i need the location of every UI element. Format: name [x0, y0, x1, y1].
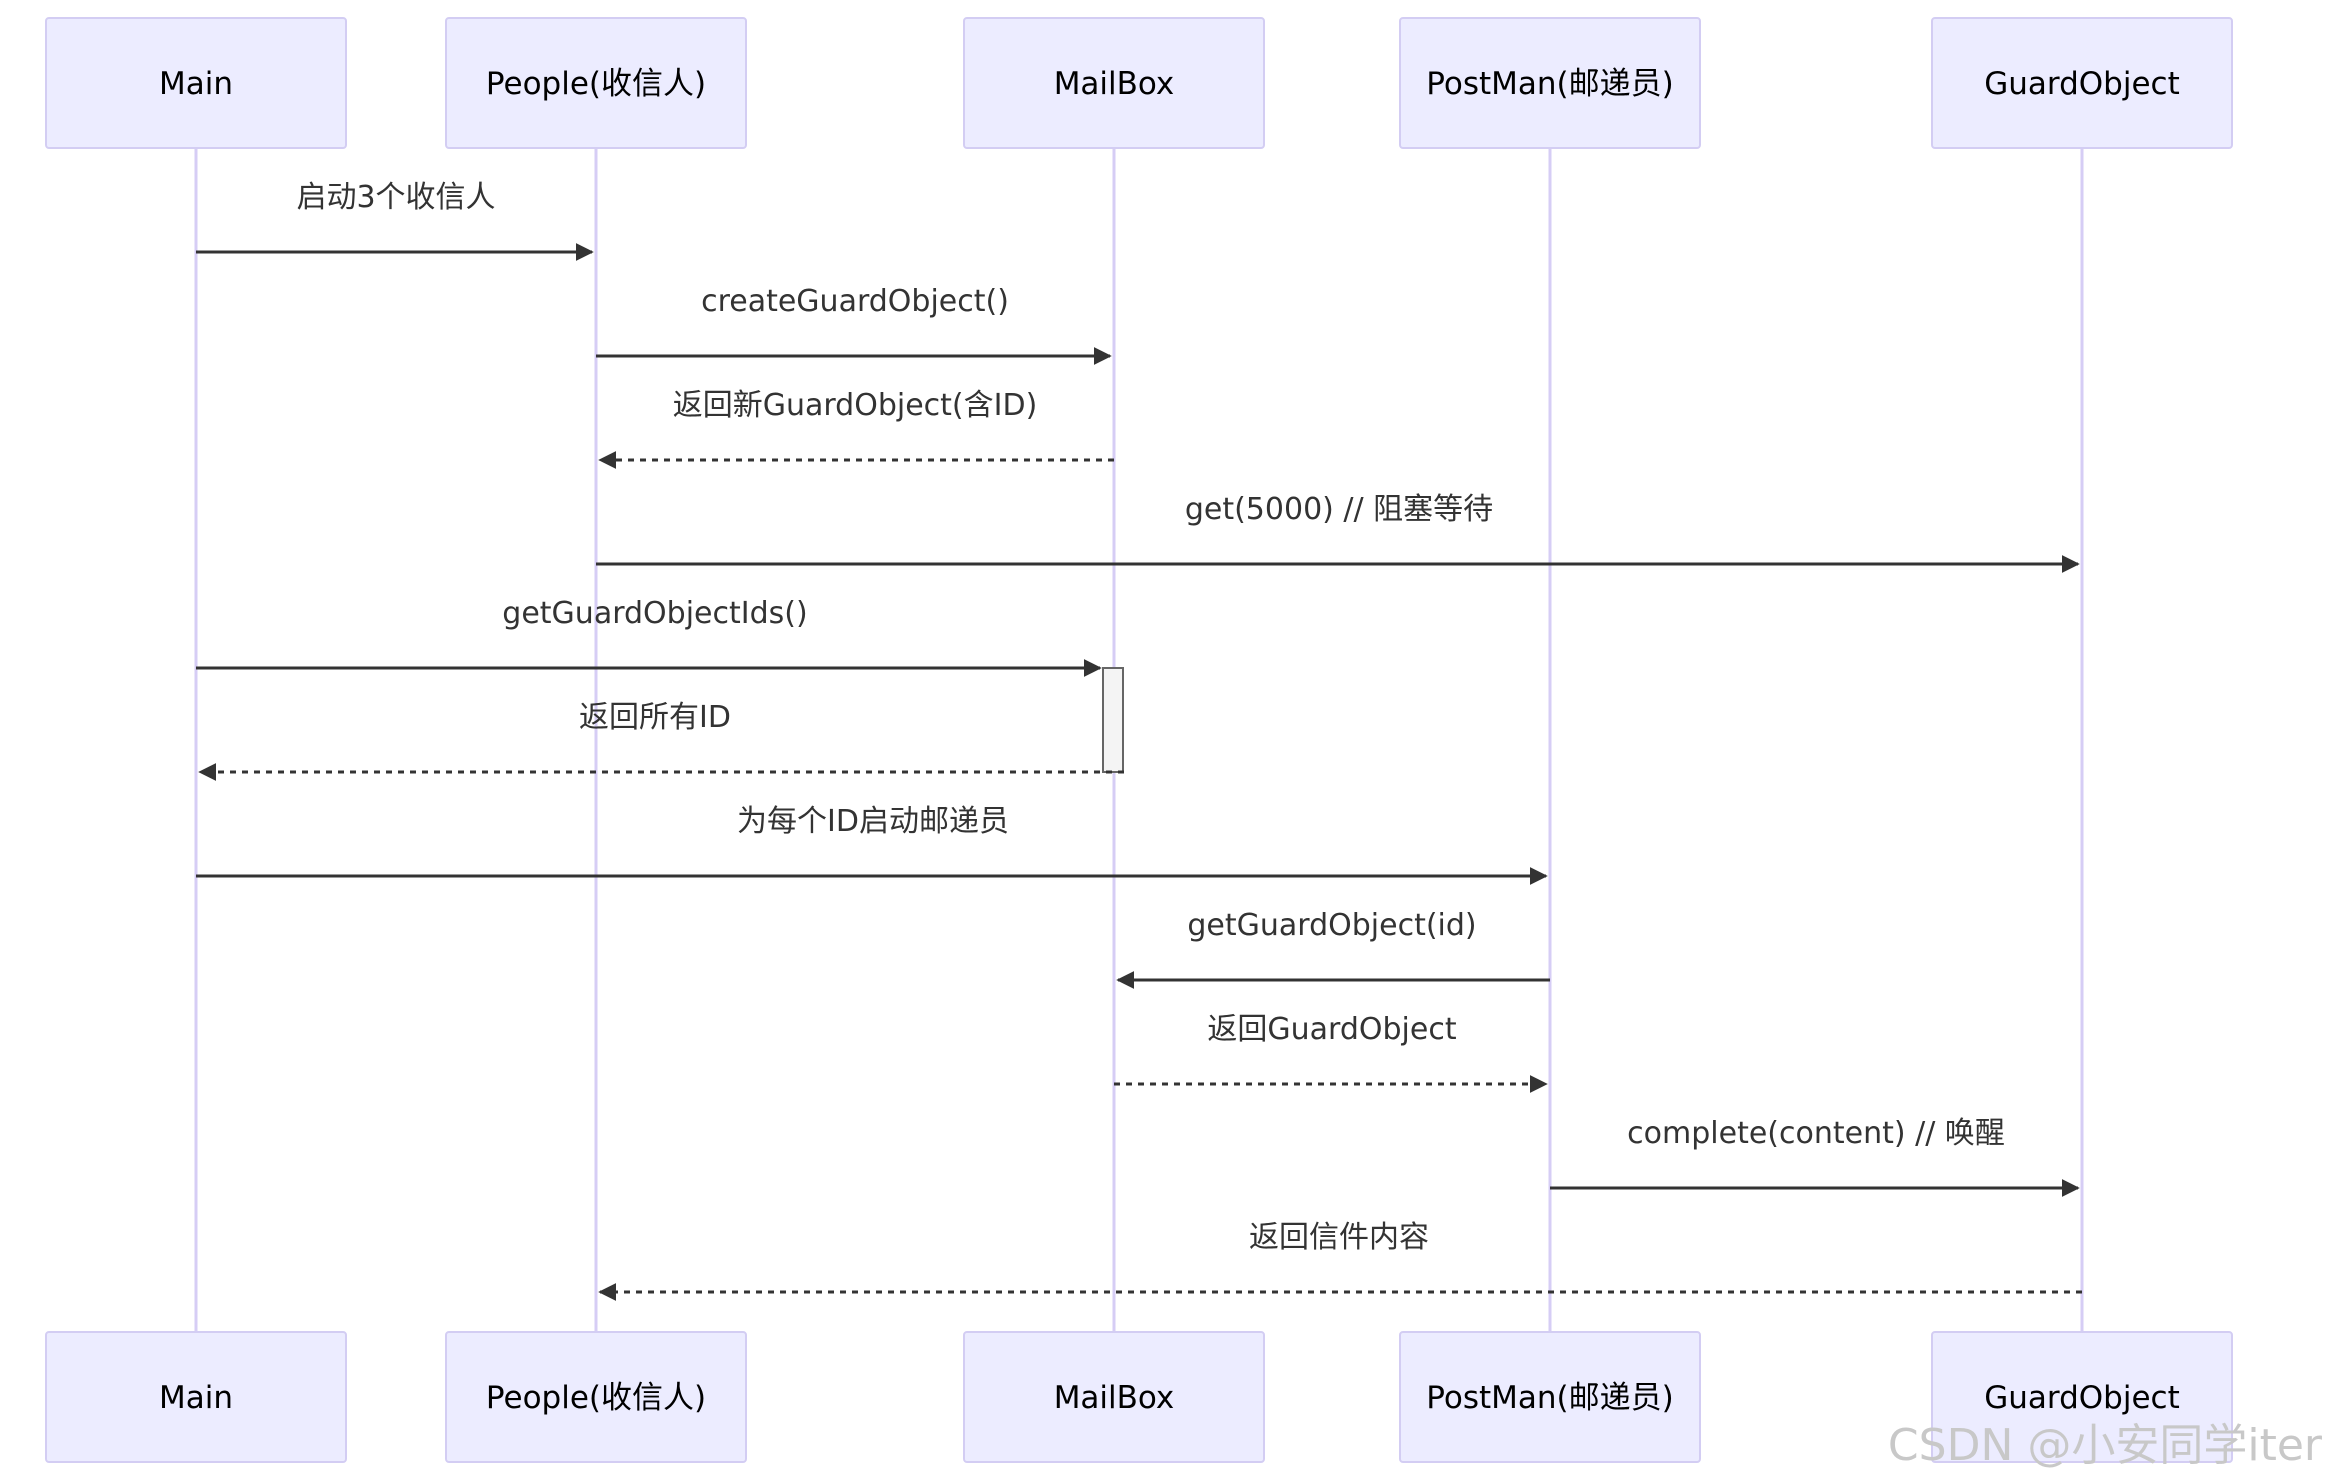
message-label: 启动3个收信人 — [296, 180, 495, 215]
actor-box — [45, 17, 347, 149]
actor-main-top: Main — [45, 17, 347, 149]
message-label: 返回GuardObject — [1207, 1012, 1456, 1047]
actor-box — [45, 1331, 347, 1463]
actor-box — [1931, 17, 2233, 149]
actor-box — [445, 17, 747, 149]
message-1: 启动3个收信人 — [196, 180, 594, 261]
actor-label: Main — [159, 66, 233, 102]
actor-label: PostMan(邮递员) — [1426, 66, 1673, 102]
message-label: get(5000) // 阻塞等待 — [1185, 492, 1493, 527]
actor-box — [1399, 1331, 1701, 1463]
actor-guard-bottom: GuardObject — [1931, 1331, 2233, 1463]
actor-label: People(收信人) — [486, 66, 706, 102]
message-label: createGuardObject() — [701, 284, 1009, 319]
actor-people-top: People(收信人) — [445, 17, 747, 149]
actor-guard-top: GuardObject — [1931, 17, 2233, 149]
message-label: 为每个ID启动邮递员 — [737, 804, 1009, 839]
actor-postman-bottom: PostMan(邮递员) — [1399, 1331, 1701, 1463]
message-8: getGuardObject(id) — [1116, 908, 1550, 989]
actor-label: MailBox — [1054, 1380, 1175, 1416]
message-9: 返回GuardObject — [1114, 1012, 1548, 1093]
actor-postman-top: PostMan(邮递员) — [1399, 17, 1701, 149]
message-label: getGuardObjectIds() — [502, 596, 807, 631]
message-label: 返回信件内容 — [1249, 1220, 1429, 1255]
message-10: complete(content) // 唤醒 — [1550, 1116, 2080, 1197]
message-5: getGuardObjectIds() — [196, 596, 1102, 677]
actor-label: PostMan(邮递员) — [1426, 1380, 1673, 1416]
message-7: 为每个ID启动邮递员 — [196, 804, 1548, 885]
actor-label: GuardObject — [1984, 66, 2180, 102]
actor-label: Main — [159, 1380, 233, 1416]
actor-people-bottom: People(收信人) — [445, 1331, 747, 1463]
message-11: 返回信件内容 — [598, 1220, 2082, 1301]
message-4: get(5000) // 阻塞等待 — [596, 492, 2080, 573]
actor-main-bottom: Main — [45, 1331, 347, 1463]
actor-mailbox-top: MailBox — [963, 17, 1265, 149]
message-6: 返回所有ID — [198, 700, 1124, 781]
activation-bar — [1102, 667, 1124, 773]
message-3: 返回新GuardObject(含ID) — [598, 388, 1114, 469]
actor-label: MailBox — [1054, 66, 1175, 102]
message-label: complete(content) // 唤醒 — [1627, 1116, 2005, 1151]
actor-box — [963, 17, 1265, 149]
message-label: getGuardObject(id) — [1187, 908, 1476, 943]
actor-box — [1399, 17, 1701, 149]
actor-box — [1931, 1331, 2233, 1463]
actor-box — [963, 1331, 1265, 1463]
actor-mailbox-bottom: MailBox — [963, 1331, 1265, 1463]
message-label: 返回新GuardObject(含ID) — [673, 388, 1038, 423]
actor-label: GuardObject — [1984, 1380, 2180, 1416]
actor-label: People(收信人) — [486, 1380, 706, 1416]
message-label: 返回所有ID — [579, 700, 731, 735]
watermark-text: CSDN @小安同学iter — [1888, 1420, 2323, 1471]
actor-box — [445, 1331, 747, 1463]
message-2: createGuardObject() — [596, 284, 1112, 365]
